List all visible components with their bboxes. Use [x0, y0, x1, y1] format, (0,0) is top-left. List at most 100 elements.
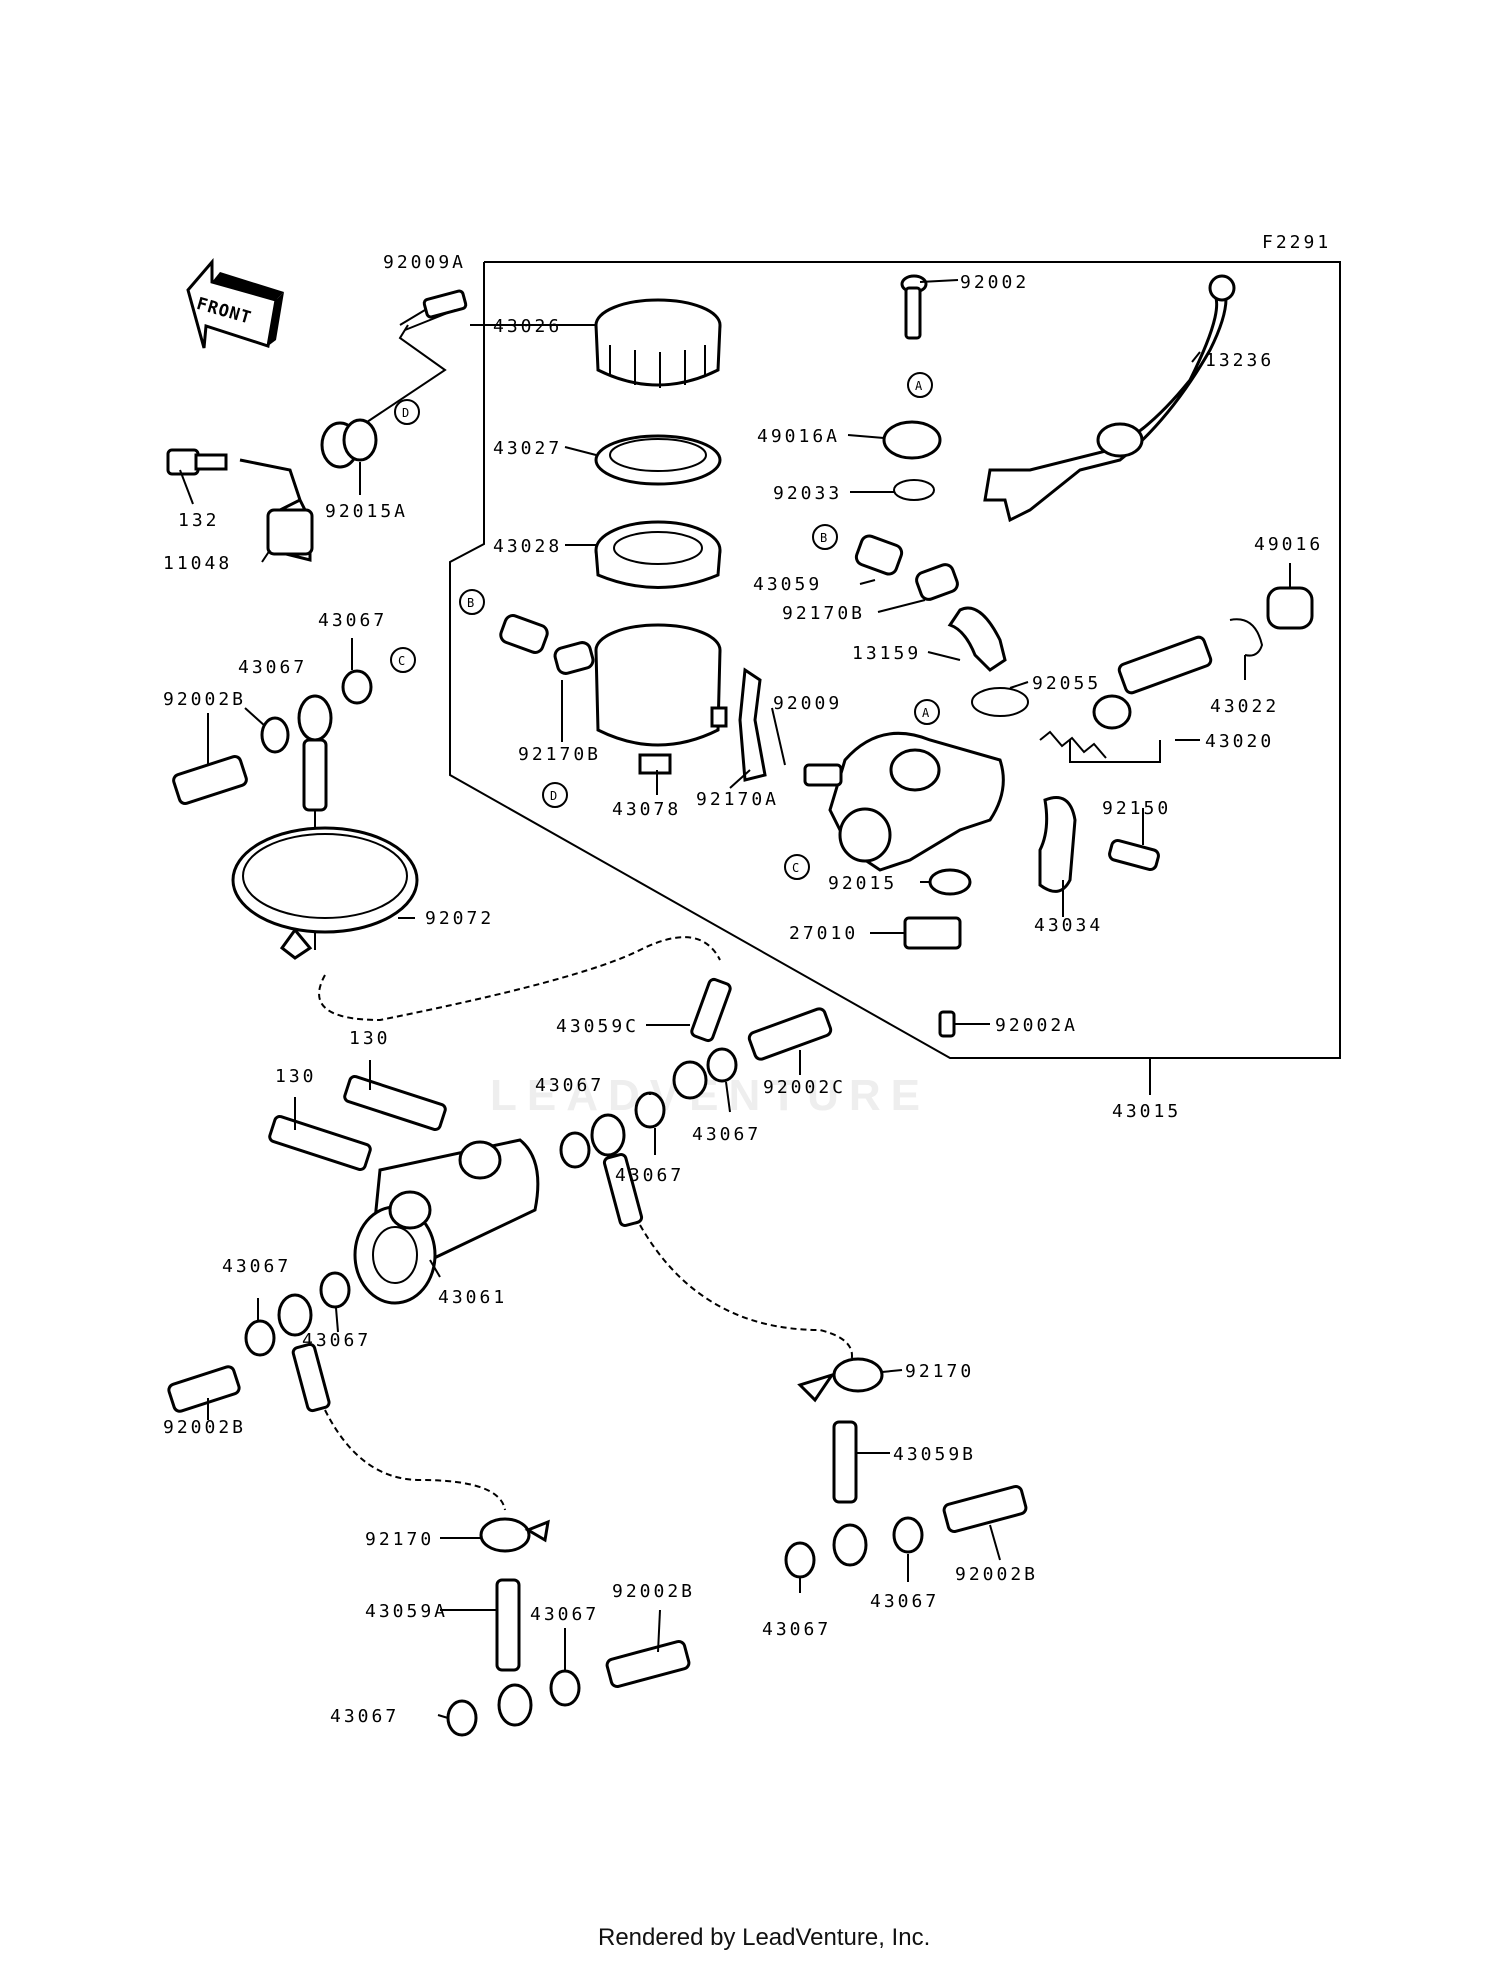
label-43059C: 43059C — [556, 1016, 639, 1037]
label-92002B-d: 92002B — [955, 1564, 1038, 1585]
piston-43020 — [1039, 635, 1213, 759]
label-49016: 49016 — [1254, 534, 1323, 555]
label-92009: 92009 — [773, 693, 842, 714]
label-43027: 43027 — [493, 438, 562, 459]
washer-43067-a — [341, 669, 373, 705]
label-13236: 13236 — [1205, 350, 1274, 371]
washer-43067-g — [319, 1271, 351, 1309]
label-43067-k: 43067 — [530, 1604, 599, 1625]
bolt-92002B-b — [167, 1365, 241, 1413]
bolt-92009A — [399, 289, 468, 331]
label-92002C: 92002C — [763, 1077, 846, 1098]
hose-run-lower — [324, 1409, 506, 1511]
cap-43026 — [594, 298, 722, 388]
banjo-hose-center — [590, 1113, 644, 1228]
label-43028: 43028 — [493, 536, 562, 557]
label-43020: 43020 — [1205, 731, 1274, 752]
washer-43067-b — [260, 716, 290, 754]
label-43078: 43078 — [612, 799, 681, 820]
label-43067-a: 43067 — [318, 610, 387, 631]
fitting-13159 — [947, 606, 1007, 672]
lever-13236 — [983, 274, 1236, 523]
washer-43067-c — [559, 1131, 591, 1169]
master-cylinder-body — [828, 731, 1005, 872]
washer-43067-k — [549, 1669, 581, 1707]
boot-49016 — [1266, 586, 1314, 630]
leader-d-top — [339, 324, 447, 441]
clamp-92170B-right — [915, 563, 959, 601]
label-92002B-a: 92002B — [163, 689, 246, 710]
hose-43059C — [672, 977, 732, 1100]
label-43022: 43022 — [1210, 696, 1279, 717]
label-92170-right: 92170 — [905, 1361, 974, 1382]
bolt-130-a — [343, 1074, 447, 1132]
collar-92015A — [320, 418, 378, 469]
label-92002: 92002 — [960, 272, 1029, 293]
hose-43059 — [854, 534, 904, 576]
label-92170B-left: 92170B — [518, 744, 601, 765]
hose-43059A — [495, 1578, 533, 1727]
hose-run-center — [639, 1224, 853, 1366]
oring-92055 — [971, 687, 1029, 717]
label-92170B-right: 92170B — [782, 603, 865, 624]
clamp-43034 — [1038, 796, 1077, 893]
label-92002A: 92002A — [995, 1015, 1078, 1036]
ref-b-right: B — [820, 531, 827, 545]
label-43067-j: 43067 — [330, 1706, 399, 1727]
ref-a-body: A — [922, 706, 930, 720]
label-130-a: 130 — [349, 1028, 391, 1049]
footer-credit: Rendered by LeadVenture, Inc. — [598, 1924, 930, 1951]
label-43034: 43034 — [1034, 915, 1103, 936]
bolt-92009 — [803, 763, 843, 787]
bolt-130-b — [268, 1114, 372, 1172]
assembly-boundary — [449, 261, 1341, 1059]
cylinder-43061 — [353, 1138, 540, 1305]
label-43067-g: 43067 — [302, 1330, 371, 1351]
hose-run-upper — [318, 936, 721, 1022]
banjo-hose-top — [297, 694, 333, 950]
label-92072: 92072 — [425, 908, 494, 929]
bolt-92002B-c — [605, 1639, 691, 1689]
washer-43067-d — [634, 1091, 666, 1129]
switch-27010 — [903, 916, 962, 950]
bolt-92002B-a — [172, 754, 248, 806]
plate-43028 — [594, 520, 722, 589]
label-13159: 13159 — [852, 643, 921, 664]
label-92009A: 92009A — [383, 252, 466, 273]
label-43026: 43026 — [493, 316, 562, 337]
label-130-b: 130 — [275, 1066, 317, 1087]
circlip-92033 — [893, 479, 935, 501]
label-92055: 92055 — [1032, 673, 1101, 694]
label-92002B-c: 92002B — [612, 1581, 695, 1602]
washer-43067-i — [892, 1516, 924, 1554]
label-43059A: 43059A — [365, 1601, 448, 1622]
label-43067-c: 43067 — [535, 1075, 604, 1096]
washer-43067-f — [244, 1319, 276, 1357]
label-92015: 92015 — [828, 873, 897, 894]
label-43015: 43015 — [1112, 1101, 1181, 1122]
bracket-11048 — [239, 458, 314, 562]
ref-b-left: B — [467, 596, 474, 610]
label-43061: 43061 — [438, 1287, 507, 1308]
label-92015A: 92015A — [325, 501, 408, 522]
diaphragm-43027 — [594, 434, 722, 486]
label-43067-f: 43067 — [222, 1256, 291, 1277]
boot-49016A — [882, 420, 942, 460]
washer-43067-j — [446, 1699, 478, 1737]
clamp-92170-right — [797, 1357, 884, 1403]
bolt-132 — [166, 448, 228, 476]
washer-43067-near-92002C — [706, 1047, 738, 1083]
label-92170A: 92170A — [696, 789, 779, 810]
label-43059: 43059 — [753, 574, 822, 595]
ref-c-body: C — [792, 861, 799, 875]
bolt-92002B-d — [942, 1484, 1028, 1534]
ref-d-top: D — [402, 406, 409, 420]
cable-tie-92072 — [231, 826, 419, 960]
label-11048: 11048 — [163, 553, 232, 574]
bolt-92150 — [1108, 838, 1160, 872]
label-92002B-b: 92002B — [163, 1417, 246, 1438]
clamp-92170-left — [479, 1517, 550, 1553]
label-92033: 92033 — [773, 483, 842, 504]
